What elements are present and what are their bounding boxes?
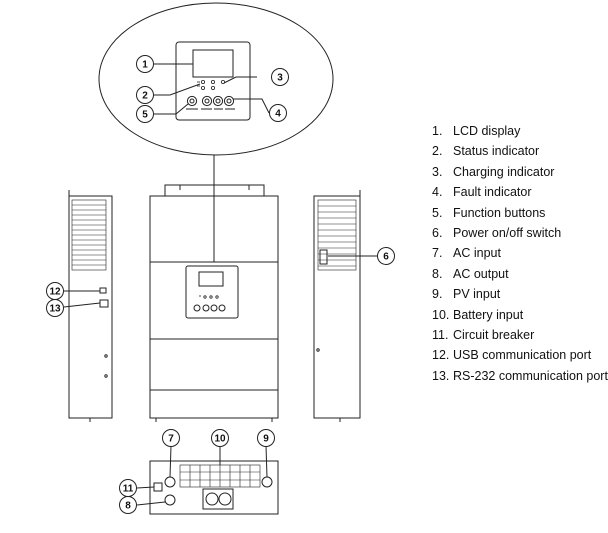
svg-text:7: 7	[168, 434, 174, 445]
svg-text:13: 13	[49, 304, 61, 315]
svg-text:5: 5	[142, 110, 148, 121]
callout-4: 4	[269, 104, 287, 122]
callout-5: 5	[136, 105, 154, 123]
svg-text:2: 2	[142, 91, 148, 102]
legend-item: 4.Fault indicator	[432, 185, 532, 200]
callout-3: 3	[271, 68, 289, 86]
callout-1: 1	[136, 55, 154, 73]
callout-13: 13	[46, 299, 64, 317]
pv-input-terminal	[261, 476, 273, 488]
callout-6: 6	[377, 247, 395, 265]
bottom-view	[149, 460, 279, 515]
callout-8: 8	[119, 496, 137, 514]
zoomed-control-panel	[175, 41, 251, 121]
callout-11: 11	[119, 479, 137, 497]
front-view	[149, 184, 279, 422]
svg-text:1: 1	[142, 60, 148, 71]
legend-item: 6.Power on/off switch	[432, 225, 562, 240]
right-side-view	[313, 190, 361, 422]
legend-item: 11.Circuit breaker	[432, 327, 535, 342]
svg-text:3: 3	[277, 73, 283, 84]
legend-item: 12.USB communication port	[432, 348, 592, 363]
circuit-breaker	[153, 482, 163, 492]
legend-item: 7.AC input	[432, 246, 501, 261]
legend-item: 9.PV input	[432, 287, 501, 302]
legend-item: 13.RS-232 communication port	[432, 368, 608, 383]
right-vent-grille	[317, 199, 357, 271]
legend-item: 3.Charging indicator	[432, 164, 555, 179]
callout-7: 7	[162, 429, 180, 447]
battery-terminal-block	[202, 488, 234, 510]
callout-10: 10	[211, 429, 229, 447]
svg-text:10: 10	[214, 434, 226, 445]
ac-input-terminal	[164, 476, 176, 488]
svg-text:4: 4	[275, 109, 281, 120]
svg-text:8: 8	[125, 501, 131, 512]
svg-text:11: 11	[123, 484, 134, 495]
zoomed-lcd-display	[192, 49, 234, 78]
svg-text:12: 12	[49, 287, 61, 298]
legend-item: 5.Function buttons	[432, 205, 546, 220]
front-lcd-display	[198, 271, 224, 287]
legend-item: 10.Battery input	[432, 307, 524, 322]
front-function-buttons	[193, 304, 226, 312]
callout-12: 12	[46, 282, 64, 300]
legend-item: 1.LCD display	[432, 124, 521, 138]
left-side-view	[68, 190, 113, 422]
panel-zoom-ellipse	[98, 2, 334, 156]
ac-output-terminal	[164, 494, 176, 506]
legend-item: 2.Status indicator	[432, 144, 540, 159]
legend-item: 8.AC output	[432, 266, 509, 281]
callout-9: 9	[257, 429, 275, 447]
svg-text:9: 9	[263, 434, 269, 445]
zoomed-function-buttons	[186, 95, 235, 110]
power-switch	[319, 249, 328, 265]
callout-2: 2	[136, 86, 154, 104]
component-legend: 1.LCD display 2.Status indicator 3.Charg…	[432, 121, 608, 386]
svg-text:6: 6	[383, 252, 389, 263]
